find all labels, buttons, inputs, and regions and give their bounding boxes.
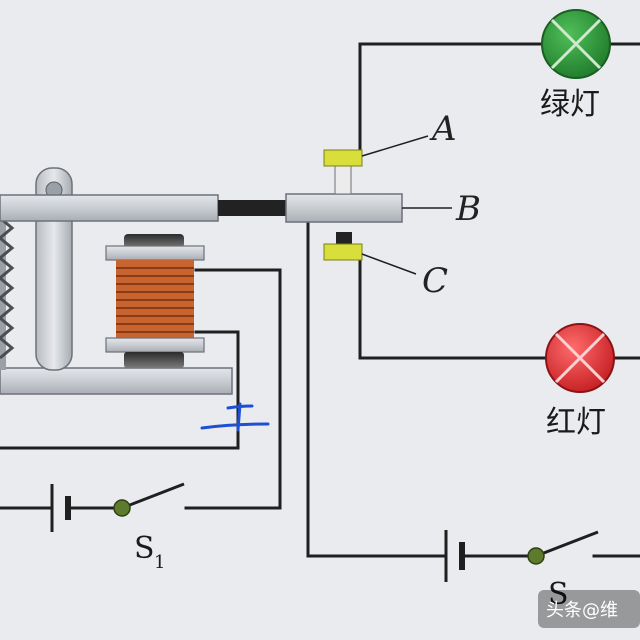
label-green-lamp: 绿灯 bbox=[540, 87, 600, 122]
wire-coil-top-lead bbox=[184, 268, 282, 510]
electromagnet bbox=[105, 234, 205, 368]
spring-coil bbox=[0, 216, 15, 360]
relay-base-assembly bbox=[0, 167, 403, 395]
red-lamp bbox=[545, 323, 615, 393]
leader-lines bbox=[361, 135, 452, 275]
switch-s1-blade bbox=[121, 482, 185, 510]
wire-coil-bottom-lead bbox=[0, 330, 240, 450]
core-top bbox=[124, 234, 184, 248]
switch-s2-blade bbox=[535, 530, 599, 558]
label-s2: S bbox=[548, 577, 569, 612]
contact-a bbox=[323, 149, 363, 167]
wire-armature-to-battery2 bbox=[306, 212, 448, 558]
label-red-lamp: 红灯 bbox=[546, 405, 606, 440]
relay-base-plate bbox=[0, 367, 233, 395]
return-spring bbox=[0, 205, 15, 370]
label-c: C bbox=[422, 261, 448, 301]
wire-red-lamp-branch bbox=[358, 260, 548, 360]
contact-c bbox=[323, 243, 363, 261]
green-lamp-cross-icon bbox=[550, 18, 602, 70]
coil-top-flange bbox=[105, 245, 205, 261]
leader-c bbox=[361, 253, 417, 275]
leader-a bbox=[361, 135, 429, 157]
watermark-text: 头条@维 bbox=[546, 600, 618, 621]
lever-connector-rod bbox=[218, 200, 288, 216]
switch-s1-pivot bbox=[113, 499, 131, 517]
battery-2 bbox=[444, 530, 465, 582]
armature-lever bbox=[0, 194, 219, 222]
coil-bottom-flange bbox=[105, 337, 205, 353]
core-bottom bbox=[124, 352, 184, 368]
contact-c-tip bbox=[336, 232, 352, 244]
wire-green-lamp-branch bbox=[358, 42, 542, 158]
armature-b bbox=[285, 193, 403, 223]
switch-s2-pivot bbox=[527, 547, 545, 565]
wires bbox=[0, 42, 640, 558]
label-b: B bbox=[455, 189, 481, 229]
label-s1: S bbox=[134, 531, 155, 566]
green-lamp bbox=[541, 9, 611, 79]
watermark-backdrop bbox=[538, 590, 640, 628]
watermark: 头条@维 bbox=[538, 590, 640, 628]
label-a: A bbox=[429, 109, 457, 149]
contact-a-post bbox=[334, 165, 352, 195]
handwritten-mark bbox=[200, 402, 270, 432]
switch-s2 bbox=[527, 530, 599, 565]
red-lamp-cross-icon bbox=[554, 332, 606, 384]
contacts bbox=[323, 149, 363, 261]
coil-turns bbox=[116, 267, 194, 333]
switch-s1 bbox=[113, 482, 185, 517]
label-s1-subscript: 1 bbox=[154, 552, 165, 573]
battery-1 bbox=[50, 484, 71, 532]
